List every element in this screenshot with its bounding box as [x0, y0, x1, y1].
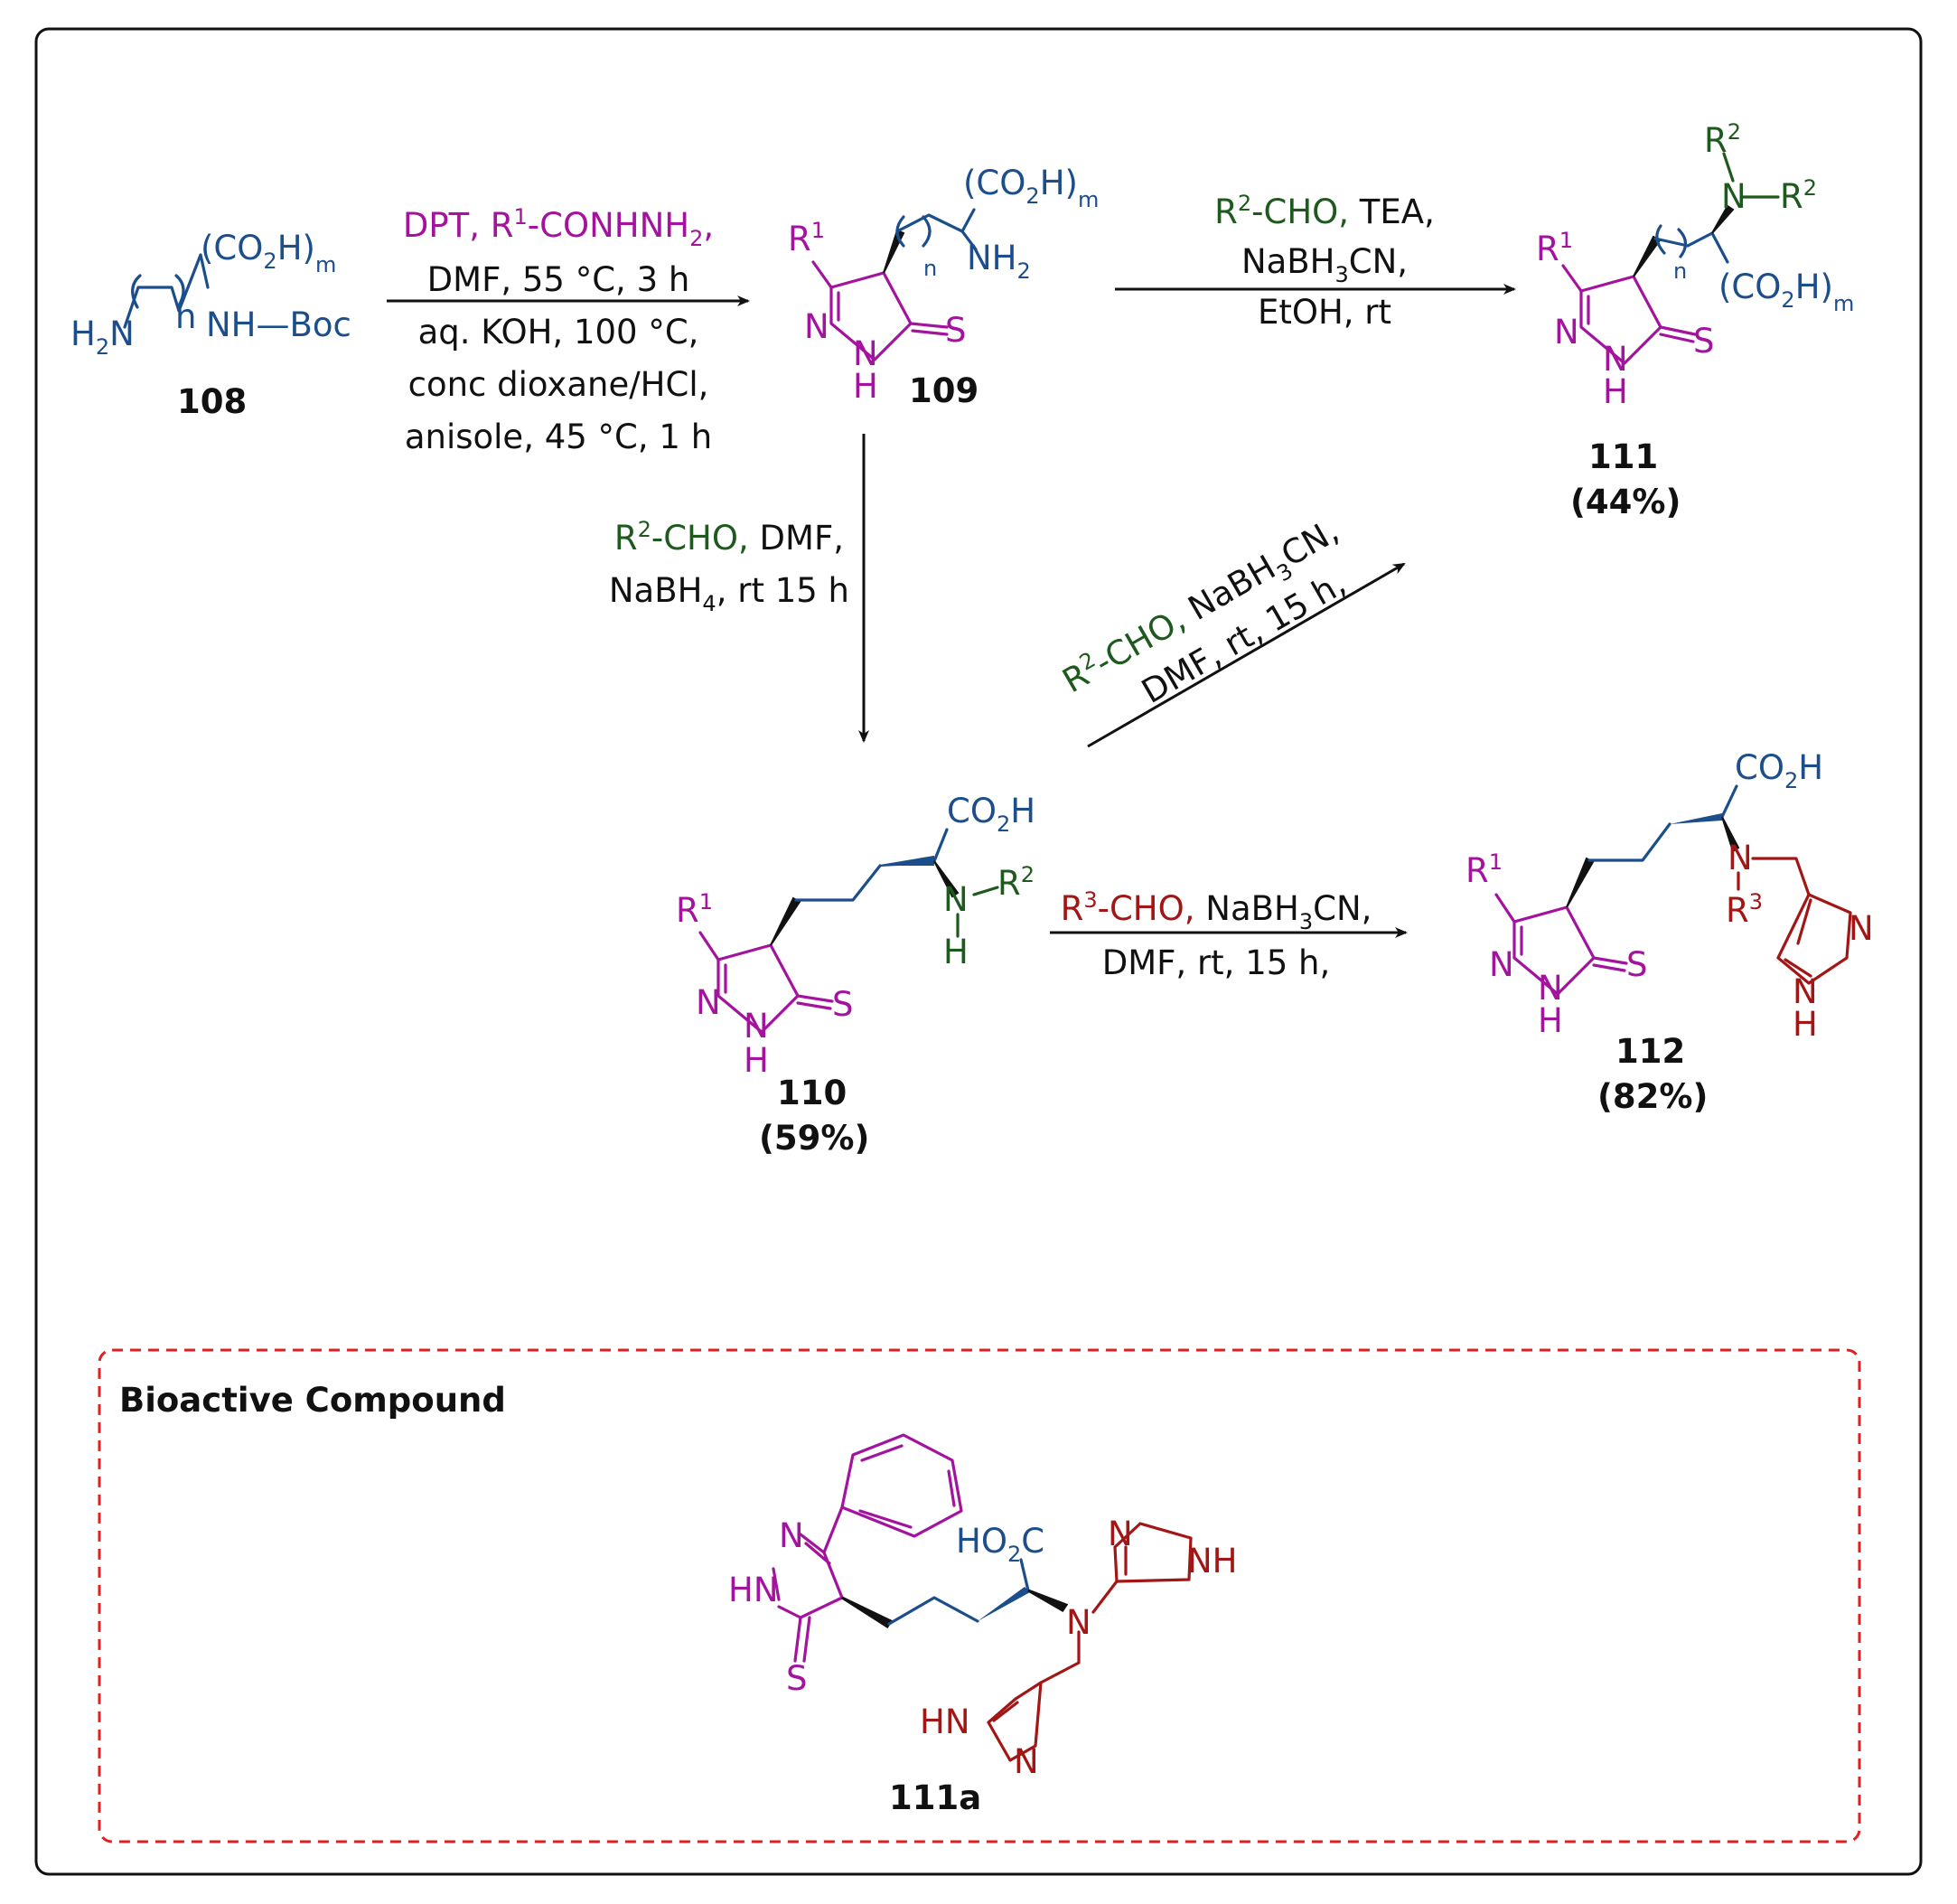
n-index: n	[175, 297, 196, 336]
svg-text:N: N	[1728, 839, 1753, 877]
svg-text:N: N	[1538, 969, 1563, 1008]
svg-text:S: S	[1626, 945, 1648, 984]
svg-text:N: N	[696, 983, 721, 1022]
compound-111: R1 N N H S n N R2 R2 (CO2H)m 111 (44%)	[1536, 119, 1854, 521]
svg-text:R1: R1	[1465, 849, 1503, 890]
svg-text:NaBH4, rt 15 h: NaBH4, rt 15 h	[609, 571, 849, 616]
svg-text:N: N	[1721, 177, 1746, 216]
svg-text:CO2H: CO2H	[1735, 748, 1823, 793]
svg-text:DPT, R1-CONHNH2,: DPT, R1-CONHNH2,	[403, 204, 714, 251]
svg-text:HN: HN	[728, 1571, 779, 1609]
svg-text:R2: R2	[1780, 175, 1817, 216]
svg-text:aq. KOH, 100 °C,: aq. KOH, 100 °C,	[418, 313, 699, 352]
svg-text:(CO2H)m: (CO2H)m	[201, 229, 336, 277]
label-108: 108	[177, 382, 247, 421]
svg-text:R1: R1	[676, 889, 713, 930]
compound-110: R1 N N H S CO2H N R2 H 110 (59%)	[676, 792, 1035, 1158]
svg-text:H: H	[744, 1041, 769, 1080]
svg-text:H: H	[853, 367, 878, 406]
svg-text:NaBH3CN,: NaBH3CN,	[1241, 242, 1408, 287]
svg-text:(CO2H)m: (CO2H)m	[963, 164, 1099, 212]
svg-text:S: S	[786, 1659, 808, 1698]
svg-text:R3: R3	[1726, 889, 1763, 930]
svg-text:NH: NH	[1187, 1542, 1238, 1580]
svg-text:DMF, 55 °C, 3 h: DMF, 55 °C, 3 h	[427, 260, 690, 299]
conditions-step5: R3-CHO, NaBH3CN, DMF, rt, 15 h,	[1061, 887, 1372, 982]
svg-text:N: N	[943, 880, 969, 919]
svg-text:H: H	[1538, 1001, 1563, 1040]
svg-text:N: N	[779, 1516, 804, 1555]
label-110: 110	[777, 1074, 847, 1112]
svg-text:R2: R2	[1704, 119, 1741, 160]
svg-text:NH2: NH2	[967, 239, 1031, 284]
svg-text:R2: R2	[997, 862, 1035, 903]
svg-text:HN: HN	[920, 1702, 970, 1741]
svg-text:H: H	[1603, 372, 1628, 411]
conditions-step3: R2-CHO, DMF, NaBH4, rt 15 h	[609, 517, 849, 616]
compound-111a: N HN S HO2C N N NH HN N 111a	[728, 1433, 1238, 1817]
yield-110: (59%)	[759, 1119, 869, 1158]
svg-text:HO2C: HO2C	[956, 1522, 1044, 1567]
svg-text:N: N	[1066, 1603, 1091, 1642]
svg-text:N: N	[1108, 1515, 1133, 1553]
svg-text:conc dioxane/HCl,: conc dioxane/HCl,	[408, 365, 709, 404]
svg-text:n: n	[923, 256, 937, 281]
label-111: 111	[1588, 437, 1658, 476]
svg-text:H: H	[1793, 1005, 1818, 1044]
svg-text:N: N	[1014, 1742, 1039, 1781]
svg-text:N: N	[853, 334, 878, 373]
outer-frame	[34, 27, 1923, 1876]
svg-text:N: N	[744, 1007, 769, 1046]
nhboc-label: NH—Boc	[206, 305, 351, 344]
svg-text:N: N	[1603, 340, 1628, 379]
svg-text:N: N	[1489, 945, 1514, 984]
svg-text:R1: R1	[1536, 228, 1573, 268]
svg-text:S: S	[1693, 322, 1715, 361]
svg-text:N: N	[1849, 909, 1874, 948]
arrow-110-111	[1087, 562, 1406, 748]
panel-title: Bioactive Compound	[119, 1381, 506, 1420]
svg-text:R2-CHO, TEA,: R2-CHO, TEA,	[1214, 191, 1435, 231]
svg-text:N: N	[1554, 313, 1579, 352]
compound-108: H2N n (CO2H)m NH—Boc 108	[70, 229, 351, 421]
svg-text:H2N: H2N	[70, 314, 135, 360]
conditions-step4: R2-CHO, NaBH3CN, DMF, rt, 15 h,	[1056, 511, 1353, 711]
compound-109: R1 N N H S n NH2 (CO2H)m 109	[788, 164, 1099, 410]
label-112: 112	[1615, 1032, 1685, 1071]
svg-text:DMF, rt, 15 h,: DMF, rt, 15 h,	[1102, 943, 1331, 982]
svg-text:N: N	[1793, 972, 1818, 1011]
svg-text:S: S	[945, 311, 967, 350]
conditions-step1: DPT, R1-CONHNH2, DMF, 55 °C, 3 h aq. KOH…	[403, 204, 714, 456]
svg-text:anisole, 45 °C, 1 h: anisole, 45 °C, 1 h	[405, 417, 712, 456]
label-109: 109	[909, 371, 978, 410]
conditions-step2: R2-CHO, TEA, NaBH3CN, EtOH, rt	[1214, 191, 1435, 332]
svg-text:(CO2H)m: (CO2H)m	[1718, 267, 1854, 316]
svg-text:R1: R1	[788, 218, 825, 258]
svg-text:S: S	[832, 985, 854, 1024]
svg-text:R3-CHO, NaBH3CN,: R3-CHO, NaBH3CN,	[1061, 887, 1372, 934]
svg-text:CO2H: CO2H	[947, 792, 1035, 837]
yield-112: (82%)	[1597, 1077, 1708, 1116]
svg-text:H: H	[943, 933, 969, 971]
compound-112: R1 N N H S CO2H N R3 N N H 112 (82%)	[1465, 748, 1874, 1116]
svg-text:R2-CHO, DMF,: R2-CHO, DMF,	[614, 517, 844, 558]
svg-text:N: N	[804, 307, 829, 346]
yield-111: (44%)	[1570, 483, 1681, 521]
label-111a: 111a	[889, 1778, 981, 1817]
bioactive-panel	[98, 1348, 1861, 1843]
svg-text:EtOH, rt: EtOH, rt	[1258, 293, 1391, 332]
svg-text:n: n	[1673, 258, 1687, 284]
